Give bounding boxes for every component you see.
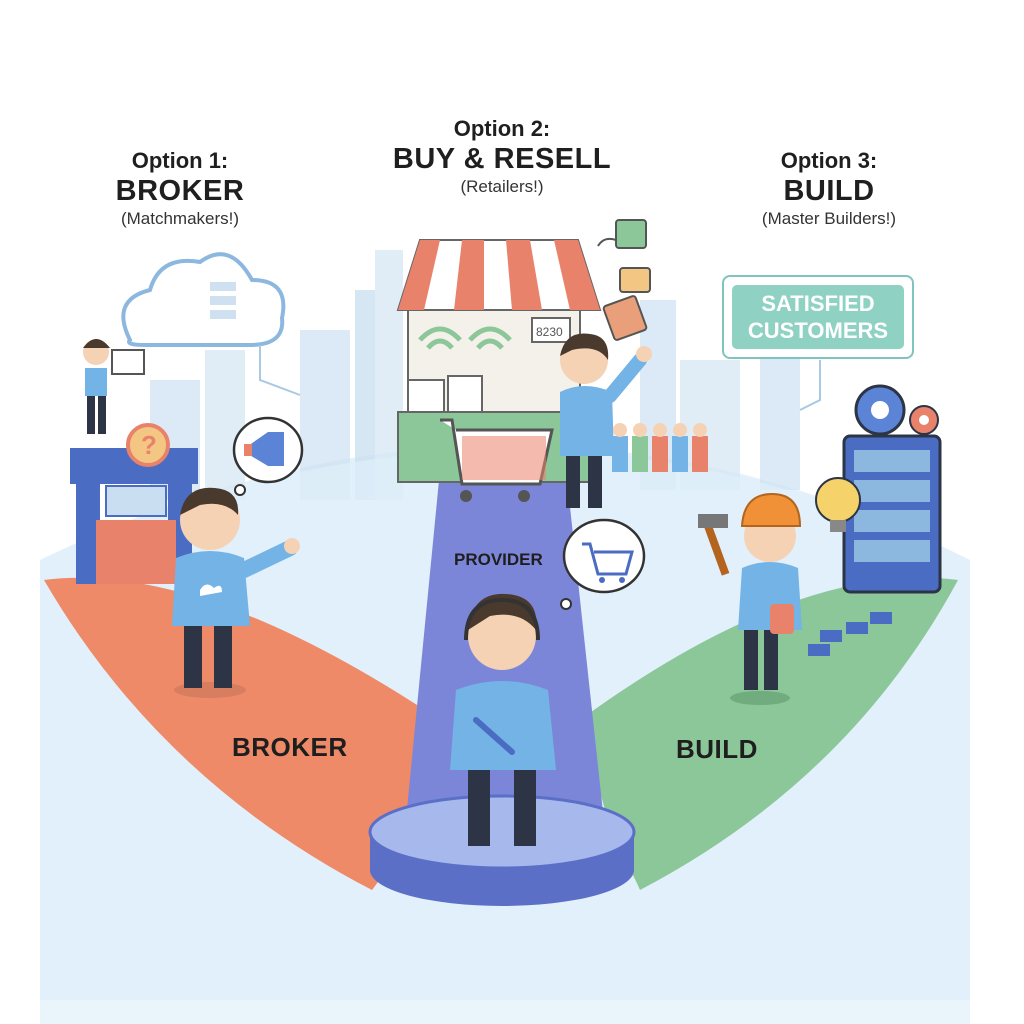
- stall-sign: 8230: [536, 325, 563, 339]
- matchmaker-woman: [83, 339, 145, 434]
- shopping-cart: [440, 418, 554, 502]
- retailer-character: [560, 333, 652, 508]
- broker-booth: ?: [70, 423, 198, 584]
- provider-character: [450, 593, 556, 846]
- option-resell-heading: Option 2: BUY & RESELL (Retailers!): [372, 116, 632, 198]
- wrench-icon: [473, 717, 515, 755]
- option-broker-heading: Option 1: BROKER (Matchmakers!): [90, 148, 270, 230]
- headset-icon: [464, 597, 540, 641]
- option-label: Option 3:: [780, 148, 878, 173]
- option-label: Option 2:: [453, 116, 551, 141]
- option-title: BUILD: [783, 175, 875, 207]
- option-build-heading: Option 3: BUILD (Master Builders!): [734, 148, 924, 230]
- option-subtitle: (Matchmakers!): [120, 209, 240, 228]
- shopping-cart-icon: [560, 518, 646, 610]
- builder-character: [698, 492, 802, 705]
- wifi-icon: [418, 326, 512, 350]
- broker-zone-label: BROKER: [232, 732, 348, 762]
- cloud-icon: [121, 252, 286, 347]
- build-zone: [580, 577, 958, 890]
- option-title: BUY & RESELL: [392, 143, 612, 175]
- build-zone-label: BUILD: [676, 734, 758, 764]
- broker-zone: [44, 577, 440, 890]
- server-rack-icon: [842, 434, 942, 594]
- provider-label: PROVIDER: [454, 550, 543, 569]
- gear-icon: [854, 384, 939, 436]
- option-label: Option 1:: [131, 148, 229, 173]
- option-subtitle: (Master Builders!): [761, 209, 897, 228]
- svg-text:?: ?: [141, 430, 157, 460]
- sign-line-1: SATISFIED: [761, 291, 875, 316]
- sign-line-2: CUSTOMERS: [747, 318, 889, 343]
- megaphone-icon: [232, 416, 304, 496]
- building-blocks: [808, 612, 892, 656]
- question-icon: [126, 423, 170, 467]
- price-tag-icon: [597, 219, 651, 341]
- broker-character: [172, 487, 300, 698]
- option-subtitle: (Retailers!): [460, 177, 544, 196]
- lightbulb-icon: [815, 477, 861, 532]
- provider-platform: [368, 794, 636, 906]
- customer-queue: [612, 423, 708, 472]
- hammer-icon: [698, 514, 730, 576]
- option-title: BROKER: [115, 175, 245, 207]
